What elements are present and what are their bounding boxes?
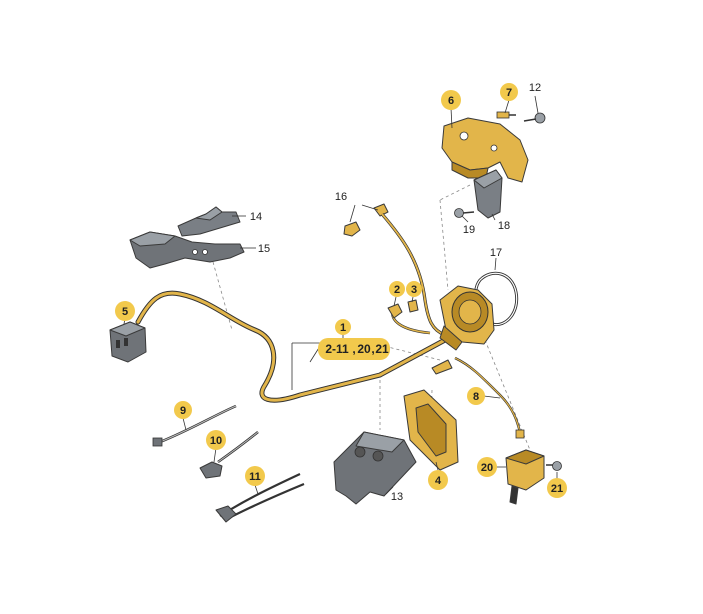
callout-1-range-b: 20	[357, 342, 371, 356]
callout-badge-21	[547, 478, 567, 498]
callout-14-label: 14	[250, 211, 262, 223]
part-18-bracket	[473, 169, 503, 219]
part-3-clip	[407, 299, 419, 313]
callout-18-label: 18	[498, 220, 510, 232]
part-9-cable-tie	[152, 404, 237, 447]
callout-2-label: 2	[394, 284, 400, 296]
callout-badge-20	[477, 457, 497, 477]
callout-badge-9	[174, 401, 192, 419]
callout-17-label: 17	[490, 247, 502, 259]
callout-1-sep-b: ,	[371, 342, 374, 356]
callout-8-label: 8	[473, 391, 479, 403]
callout-1-range-c: 21	[375, 342, 389, 356]
callout-21-label: 21	[551, 483, 563, 495]
part-4-frame	[403, 389, 459, 471]
part-14-bracket	[177, 206, 241, 237]
callout-15-label: 15	[258, 243, 270, 255]
callout-badge-5	[115, 301, 135, 321]
wiring-harness	[135, 212, 522, 433]
callout-10-label: 10	[210, 435, 222, 447]
callout-1-label: 1	[340, 322, 346, 334]
callout-badge-10	[206, 430, 226, 450]
part-6-bracket	[441, 117, 529, 183]
part-5-connector	[109, 321, 147, 363]
part-13-housing	[333, 431, 417, 505]
plain-labels: 12 13 14 15 16 17 18 19	[250, 82, 541, 503]
callout-6-label: 6	[448, 95, 454, 107]
callout-11-label: 11	[249, 471, 261, 483]
callout-badges: 1 2-11 , 20 , 21 2 3 4 5 6 7 8 9 10 11 2…	[115, 83, 567, 498]
callout-badge-7	[500, 83, 518, 101]
part-16-grommet	[343, 203, 389, 237]
callout-3-label: 3	[411, 284, 417, 296]
callout-9-label: 9	[180, 405, 186, 417]
callout-13-label: 13	[391, 491, 403, 503]
callout-5-label: 5	[122, 306, 128, 318]
callout-badge-2	[389, 281, 405, 297]
callout-7-label: 7	[506, 87, 512, 99]
part-8-cable	[431, 359, 525, 439]
callout-badge-3	[406, 281, 422, 297]
part-11-cable-tie	[215, 473, 305, 523]
callout-12-label: 12	[529, 82, 541, 94]
callout-badge-11	[245, 466, 265, 486]
lock-motor-assembly	[439, 285, 495, 351]
part-20-module	[505, 449, 545, 505]
callout-badge-8	[467, 387, 485, 405]
part-10-clip	[199, 431, 259, 479]
callout-19-label: 19	[463, 224, 475, 236]
part-15-bracket	[129, 231, 245, 269]
callout-badge-1-range	[318, 338, 390, 360]
callout-4-label: 4	[435, 475, 442, 487]
callout-badge-4	[428, 470, 448, 490]
part-7-screw	[496, 111, 516, 119]
part-2-clip	[387, 303, 403, 319]
callout-1-range-a: 2-11	[325, 342, 349, 356]
part-21-screw	[546, 461, 562, 471]
callout-badge-1	[335, 319, 351, 335]
callout-16-label: 16	[335, 191, 347, 203]
part-12-screw	[523, 112, 546, 124]
callout-20-label: 20	[481, 462, 493, 474]
callout-badge-6	[441, 90, 461, 110]
part-19-screw	[454, 208, 475, 218]
callout-1-sep-a: ,	[352, 342, 355, 356]
